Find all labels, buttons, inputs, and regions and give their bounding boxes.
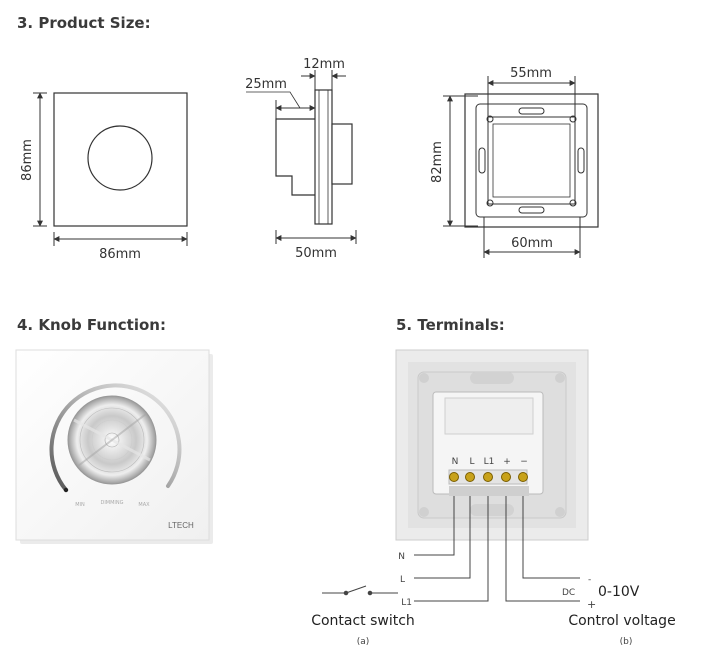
- terminal-label-minus: −: [520, 457, 528, 467]
- back-top-label: 55mm: [510, 66, 552, 81]
- knob-max-label: MAX: [138, 502, 150, 508]
- front-knob-outline: [87, 125, 153, 191]
- dc-minus-label: -: [588, 575, 591, 585]
- terminal-panel-photo: [395, 349, 589, 541]
- caption-a: (a): [357, 637, 370, 647]
- contact-switch-caption: Contact switch: [311, 613, 415, 629]
- product-size-heading: 3. Product Size:: [17, 14, 151, 32]
- front-height-label: 86mm: [20, 139, 35, 181]
- voltage-label: 0-10V: [598, 584, 640, 600]
- caption-b: (b): [620, 637, 633, 647]
- side-view: [246, 70, 357, 244]
- knob-min-label: MIN: [75, 502, 85, 508]
- side-panel-label: 12mm: [303, 57, 345, 72]
- wire-label-n: N: [398, 552, 405, 562]
- knob-function-heading: 4. Knob Function:: [17, 316, 166, 334]
- knob-panel-photo: [15, 349, 213, 544]
- contact-switch-symbol: [322, 585, 398, 596]
- control-voltage-caption: Control voltage: [568, 613, 675, 629]
- back-bottom-label: 60mm: [511, 236, 553, 251]
- knob-dimming-label: DIMMING: [100, 500, 123, 506]
- ltech-logo: LTECH: [168, 521, 194, 530]
- front-view: [33, 92, 188, 246]
- side-body-label: 50mm: [295, 246, 337, 261]
- wire-label-l1: L1: [401, 598, 412, 608]
- side-depth-label: 25mm: [245, 77, 287, 92]
- wire-label-l: L: [400, 575, 405, 585]
- terminal-label-l: L: [469, 457, 474, 467]
- wiring: [414, 496, 580, 602]
- terminals-heading: 5. Terminals:: [396, 316, 505, 334]
- dimming-arc: [49, 383, 182, 492]
- terminal-label-plus: +: [503, 457, 511, 467]
- back-height-label: 82mm: [430, 141, 445, 183]
- back-view: [443, 76, 599, 258]
- front-width-label: 86mm: [99, 247, 141, 262]
- terminal-label-l1: L1: [484, 457, 495, 467]
- terminal-label-n: N: [452, 457, 459, 467]
- dc-label: DC: [562, 588, 575, 598]
- dc-plus-label: +: [587, 598, 596, 611]
